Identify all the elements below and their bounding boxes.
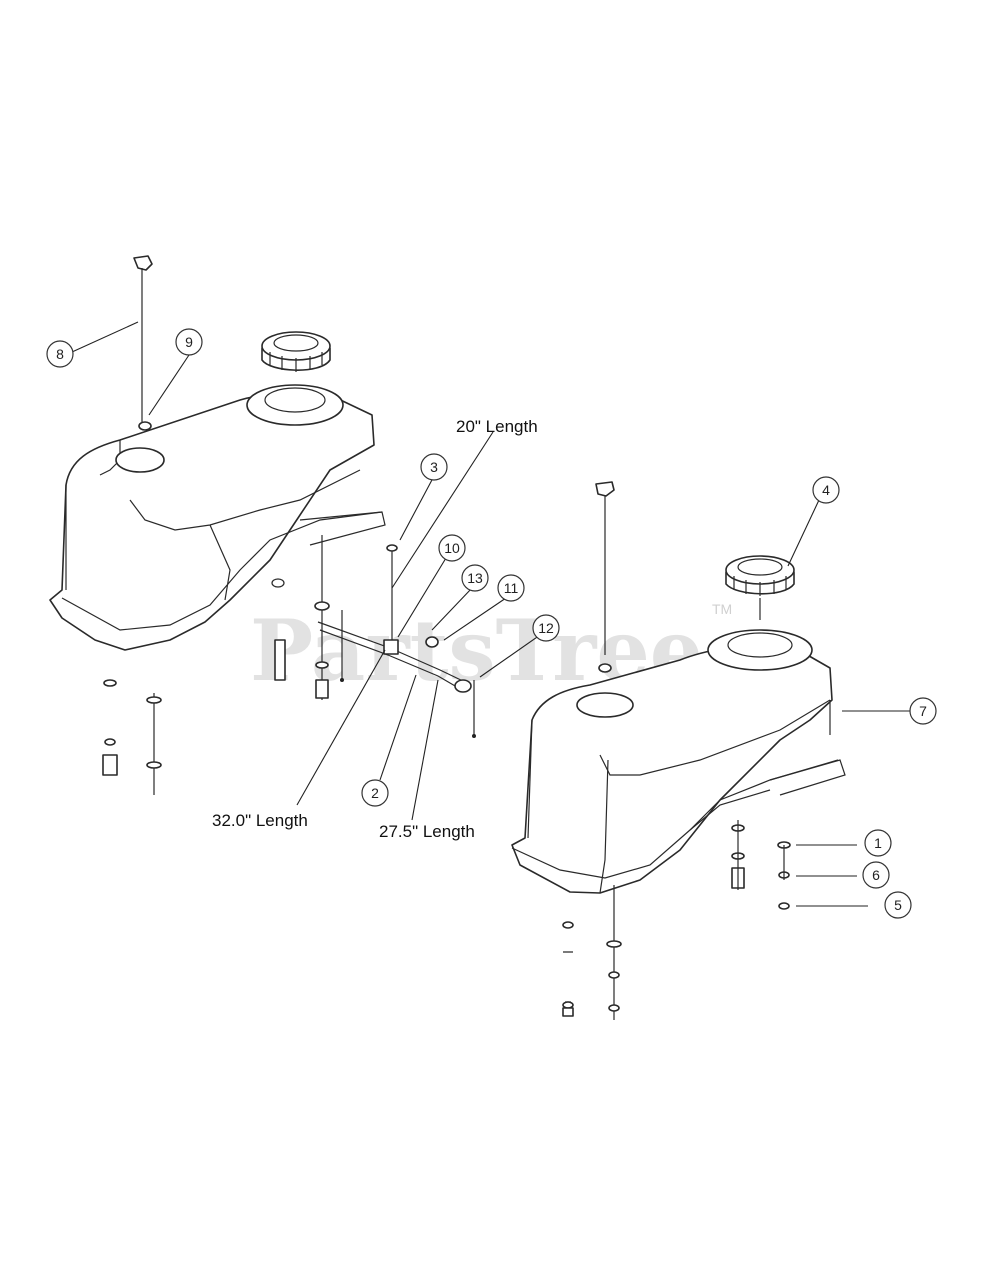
- watermark-tm: TM: [712, 601, 732, 617]
- svg-text:6: 6: [872, 867, 880, 883]
- right-fuel-tank: [511, 629, 846, 894]
- callout-5: 5: [884, 891, 912, 919]
- leader-lines: [71, 321, 910, 907]
- svg-text:9: 9: [185, 334, 193, 350]
- callout-12: 12: [532, 614, 560, 642]
- callout-10: 10: [438, 534, 466, 562]
- right-fuel-gauge: [595, 481, 831, 735]
- svg-text:11: 11: [504, 580, 519, 596]
- callout-4: 4: [812, 476, 840, 504]
- svg-text:2: 2: [371, 785, 379, 801]
- hose-32-length-label: 32.0" Length: [212, 811, 308, 830]
- left-fuel-cap: [261, 331, 331, 372]
- callout-7: 7: [909, 697, 937, 725]
- svg-text:4: 4: [822, 482, 830, 498]
- callout-2: 2: [361, 779, 389, 807]
- svg-text:3: 3: [430, 459, 438, 475]
- callout-6: 6: [862, 861, 890, 889]
- left-fuel-tank: [49, 384, 386, 651]
- callout-11: 11: [497, 574, 525, 602]
- svg-text:10: 10: [444, 540, 460, 556]
- svg-text:12: 12: [538, 620, 554, 636]
- callout-3: 3: [420, 453, 448, 481]
- svg-text:7: 7: [919, 703, 927, 719]
- callout-13: 13: [461, 564, 489, 592]
- right-fuel-cap: [725, 555, 795, 620]
- hose-27-length-label: 27.5" Length: [379, 822, 475, 841]
- fuel-line-assembly: [317, 544, 476, 738]
- right-hardware: [562, 820, 791, 1020]
- callout-9: 9: [175, 328, 203, 356]
- hose-20-length-label: 20" Length: [456, 417, 538, 436]
- svg-text:8: 8: [56, 346, 64, 362]
- svg-text:13: 13: [467, 570, 483, 586]
- left-fuel-gauge: [133, 255, 153, 431]
- svg-text:5: 5: [894, 897, 902, 913]
- svg-text:1: 1: [874, 835, 882, 851]
- left-hardware: [102, 535, 344, 795]
- callout-1: 1: [864, 829, 892, 857]
- callout-8: 8: [46, 340, 74, 368]
